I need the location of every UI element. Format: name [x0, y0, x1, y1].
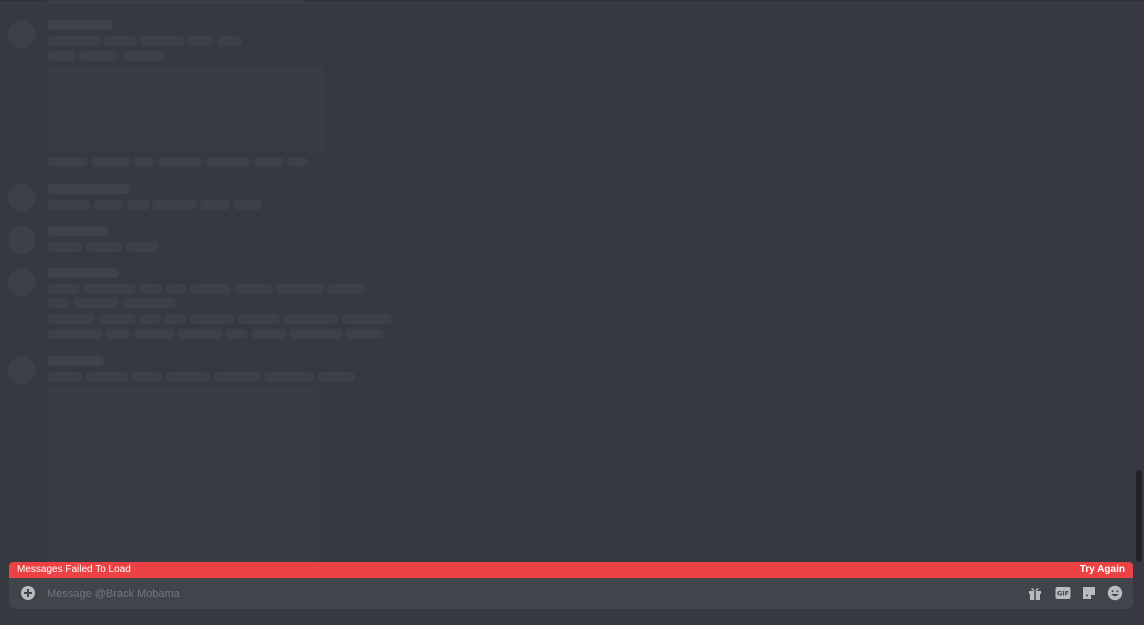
skeleton-word [283, 314, 338, 324]
skeleton-word [251, 329, 286, 339]
message-input[interactable] [47, 584, 987, 603]
try-again-button[interactable]: Try Again [1079, 564, 1125, 575]
message-list-loading-skeleton[interactable] [0, 0, 1136, 562]
skeleton-word [139, 284, 163, 294]
error-message: Messages Failed To Load [17, 564, 131, 575]
skeleton-avatar [8, 356, 36, 384]
skeleton-word [152, 200, 197, 210]
skeleton-word [190, 284, 231, 294]
skeleton-username [47, 268, 119, 278]
skeleton-word [131, 372, 162, 382]
skeleton-word [187, 36, 214, 46]
skeleton-word [200, 200, 230, 210]
skeleton-word [47, 51, 76, 61]
skeleton-word [47, 284, 80, 294]
skeleton-username [47, 20, 113, 30]
skeleton-word [140, 36, 185, 46]
skeleton-word [254, 157, 284, 167]
skeleton-username [47, 356, 104, 366]
skeleton-line [47, 0, 304, 4]
skeleton-avatar [8, 184, 36, 212]
skeleton-word [264, 372, 314, 382]
skeleton-word [86, 242, 123, 252]
skeleton-word [86, 372, 128, 382]
plus-circle-icon[interactable] [21, 586, 35, 600]
skeleton-word [78, 51, 119, 61]
skeleton-word [47, 298, 70, 308]
scrollbar-thumb[interactable] [1136, 470, 1142, 562]
skeleton-word [213, 372, 261, 382]
skeleton-username [47, 226, 108, 236]
skeleton-avatar [8, 226, 36, 254]
skeleton-username [47, 184, 130, 194]
skeleton-word [139, 314, 161, 324]
skeleton-word [93, 200, 124, 210]
skeleton-avatar [8, 268, 36, 296]
skeleton-image [47, 386, 319, 562]
skeleton-word [233, 200, 262, 210]
skeleton-word [91, 157, 131, 167]
skeleton-word [47, 329, 102, 339]
skeleton-word [206, 157, 251, 167]
messages-failed-banner: Messages Failed To Load Try Again [9, 562, 1133, 578]
gift-icon[interactable] [1027, 585, 1043, 601]
skeleton-word [225, 329, 248, 339]
skeleton-word [287, 157, 308, 167]
skeleton-word [158, 157, 203, 167]
svg-text:GIF: GIF [1057, 590, 1069, 598]
skeleton-word [317, 372, 355, 382]
skeleton-word [83, 284, 136, 294]
skeleton-word [105, 329, 130, 339]
skeleton-word [165, 372, 210, 382]
message-scrollbar[interactable] [1136, 0, 1142, 562]
top-divider [0, 0, 1144, 1]
skeleton-word [133, 157, 155, 167]
emoji-icon[interactable] [1107, 585, 1123, 601]
skeleton-word [47, 36, 101, 46]
skeleton-word [289, 329, 342, 339]
skeleton-word [217, 36, 242, 46]
skeleton-word [127, 200, 150, 210]
skeleton-word [47, 200, 90, 210]
skeleton-word [126, 242, 159, 252]
skeleton-word [234, 284, 273, 294]
skeleton-word [178, 329, 222, 339]
skeleton-word [103, 36, 137, 46]
skeleton-word [166, 284, 187, 294]
skeleton-word [345, 329, 384, 339]
skeleton-word [47, 242, 83, 252]
skeleton-word [133, 329, 175, 339]
skeleton-word [122, 51, 166, 61]
skeleton-word [189, 314, 234, 324]
skeleton-word [164, 314, 186, 324]
skeleton-word [47, 314, 95, 324]
skeleton-image [47, 66, 323, 152]
skeleton-word [122, 298, 176, 308]
skeleton-word [237, 314, 280, 324]
skeleton-word [98, 314, 136, 324]
skeleton-avatar [8, 20, 36, 48]
sticker-icon[interactable] [1081, 585, 1097, 601]
skeleton-word [341, 314, 392, 324]
gif-icon[interactable]: GIF [1055, 585, 1071, 601]
skeleton-word [276, 284, 324, 294]
skeleton-word [47, 372, 83, 382]
skeleton-word [73, 298, 119, 308]
skeleton-word [47, 157, 88, 167]
message-composer: GIF [9, 578, 1133, 609]
skeleton-word [327, 284, 366, 294]
